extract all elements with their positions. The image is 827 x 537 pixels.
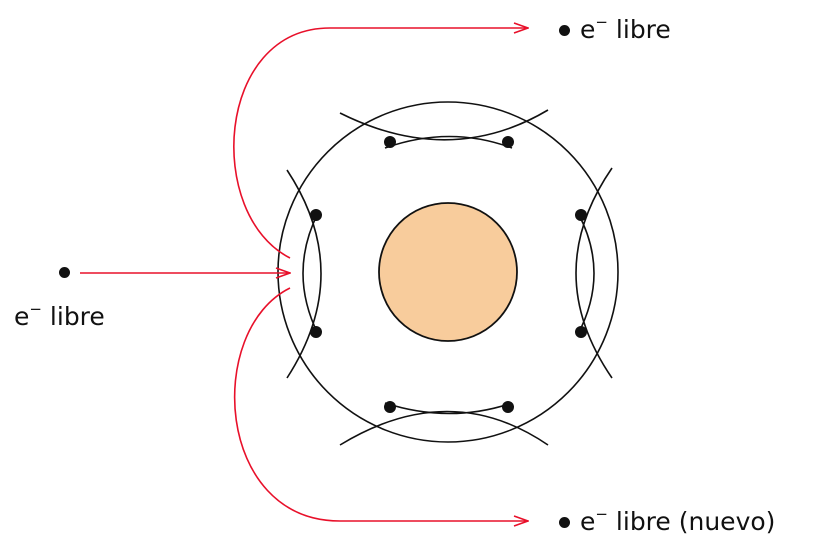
ejected-bottom-arrow: [233, 287, 528, 521]
bonded-electron: [502, 136, 514, 148]
electron-symbol: e: [580, 15, 596, 44]
bonded-electron: [384, 401, 396, 413]
bonded-electron: [384, 136, 396, 148]
bonded-electron: [310, 209, 322, 221]
bonded-electrons: [310, 136, 587, 413]
central-ion: [378, 202, 518, 342]
label-text: libre: [49, 302, 105, 331]
bonded-electron: [575, 209, 587, 221]
free-electron-top-label: e− libre: [580, 15, 671, 44]
free-electron-top-dot: [559, 25, 570, 36]
label-text: libre (nuevo): [615, 507, 776, 536]
electron-symbol: e: [580, 507, 596, 536]
electron-charge: −: [595, 13, 608, 31]
bonded-electron: [575, 326, 587, 338]
electron-paths: [80, 28, 528, 521]
free-electron-left-dot: [59, 267, 70, 278]
ejected-top-arrow: [233, 28, 528, 259]
electron-charge: −: [29, 300, 42, 318]
electron-charge: −: [595, 505, 608, 523]
free-electron-bottom-label: e− libre (nuevo): [580, 507, 776, 536]
free-electron-left-label: e− libre: [14, 302, 105, 331]
bonded-electron: [502, 401, 514, 413]
free-electron-bottom-dot: [559, 517, 570, 528]
bonded-electron: [310, 326, 322, 338]
neighbor-arcs: [286, 109, 613, 446]
electron-symbol: e: [14, 302, 30, 331]
label-text: libre: [615, 15, 671, 44]
